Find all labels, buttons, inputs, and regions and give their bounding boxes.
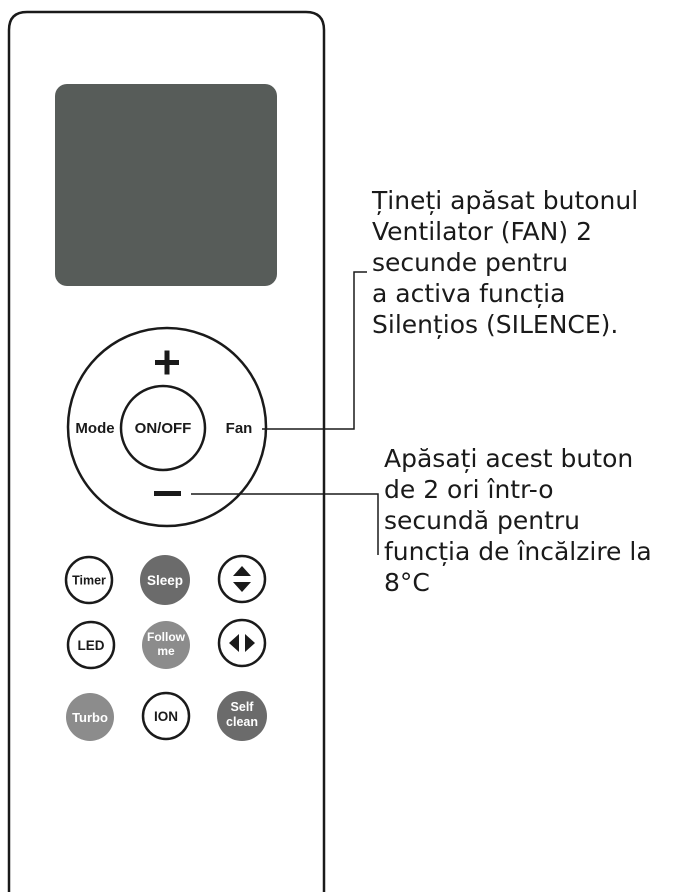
minus-callout-line: 8°C xyxy=(384,568,430,597)
follow-me-label-line2: me xyxy=(157,644,175,658)
led-button-circle xyxy=(66,620,116,670)
turbo-button-circle xyxy=(66,693,114,741)
turbo-button[interactable]: Turbo xyxy=(66,693,114,741)
fan-button[interactable]: Fan xyxy=(226,420,253,437)
remote-body xyxy=(7,10,326,892)
minus-callout-text: Apăsați acest buton de 2 ori într-o secu… xyxy=(384,443,652,598)
self-clean-button[interactable]: Self clean xyxy=(217,691,267,741)
power-button-label: ON/OFF xyxy=(135,420,192,437)
minus-callout-line: secundă pentru xyxy=(384,506,580,535)
timer-button[interactable]: Timer xyxy=(64,555,114,605)
self-clean-label-line2: clean xyxy=(226,715,258,729)
timer-button-label: Timer xyxy=(72,574,106,588)
mode-button[interactable]: Mode xyxy=(75,420,114,437)
self-clean-label-line1: Self xyxy=(231,700,255,714)
sleep-button-label: Sleep xyxy=(147,573,183,588)
follow-me-button-circle xyxy=(142,621,190,669)
minus-callout-line: Apăsați acest buton xyxy=(384,444,634,473)
minus-callout-line: funcția de încălzire la xyxy=(384,537,652,566)
fan-callout-leader xyxy=(262,271,367,430)
self-clean-button-circle xyxy=(217,691,267,741)
swing-horizontal-button[interactable] xyxy=(217,618,267,668)
remote-display xyxy=(55,84,277,286)
sleep-button[interactable]: Sleep xyxy=(140,555,190,605)
swing-horizontal-button-circle xyxy=(217,618,267,668)
ion-button[interactable]: ION xyxy=(141,691,191,741)
fan-callout-line: secunde pentru xyxy=(372,248,569,277)
ion-button-circle xyxy=(141,691,191,741)
swing-vertical-button-circle xyxy=(217,554,267,604)
swing-vertical-button[interactable] xyxy=(217,554,267,604)
power-button[interactable]: ON/OFF xyxy=(119,384,207,472)
minus-callout-leader xyxy=(191,493,379,555)
plus-button[interactable] xyxy=(155,350,179,375)
left-right-arrows-icon xyxy=(229,634,255,652)
fan-callout-line: Ventilator (FAN) 2 xyxy=(372,217,592,246)
timer-button-circle xyxy=(64,555,114,605)
up-down-arrows-icon xyxy=(233,566,251,592)
minus-callout-line: de 2 ori într-o xyxy=(384,475,554,504)
plus-icon-vertical xyxy=(164,350,170,375)
sleep-button-circle xyxy=(140,555,190,605)
led-button[interactable]: LED xyxy=(66,620,116,670)
minus-button[interactable] xyxy=(154,491,181,496)
fan-callout-line: a activa funcția xyxy=(372,279,566,308)
follow-me-label-line1: Follow xyxy=(147,630,186,644)
fan-callout-text: Țineți apăsat butonul Ventilator (FAN) 2… xyxy=(372,185,638,340)
led-button-label: LED xyxy=(78,638,105,653)
minus-icon xyxy=(154,491,181,496)
fan-callout-line: Silențios (SILENCE). xyxy=(372,310,619,339)
turbo-button-label: Turbo xyxy=(72,710,108,725)
ion-button-label: ION xyxy=(154,709,178,724)
follow-me-button[interactable]: Follow me xyxy=(142,621,190,669)
fan-callout-line: Țineți apăsat butonul xyxy=(372,186,639,215)
power-button-circle xyxy=(119,384,207,472)
